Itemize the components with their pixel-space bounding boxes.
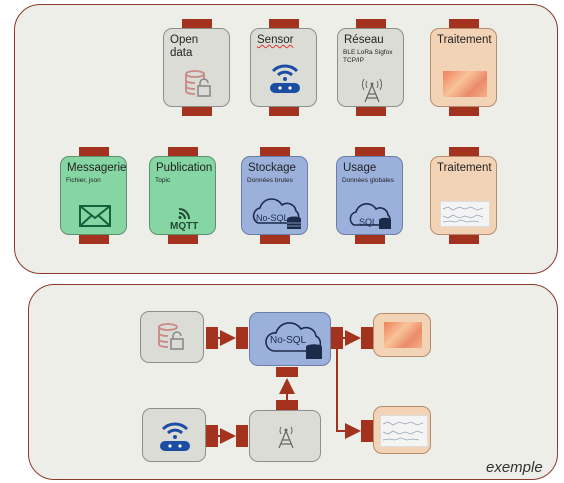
card-title: Traitement bbox=[437, 162, 492, 174]
database-lock-icon bbox=[185, 70, 211, 97]
waveform-lines bbox=[382, 421, 424, 441]
card-title: Stockage bbox=[248, 162, 296, 174]
envelope-icon bbox=[79, 205, 111, 227]
connector bbox=[206, 425, 218, 447]
card-title: Messagerie bbox=[67, 162, 127, 174]
cloud-database-icon bbox=[349, 203, 391, 229]
mqtt-signal-icon bbox=[178, 208, 190, 219]
card-subtitle: Fichier, json bbox=[66, 177, 101, 184]
cloud-database-icon bbox=[252, 198, 301, 229]
connector bbox=[276, 400, 298, 410]
card-title: Open data bbox=[170, 34, 199, 59]
card-usage: Usage Données globales SQL bbox=[336, 147, 403, 244]
mqtt-label: MQTT bbox=[170, 221, 199, 232]
example-sensor bbox=[142, 408, 206, 462]
card-title: Réseau bbox=[344, 34, 384, 46]
card-traitement-1: Traitement bbox=[430, 19, 497, 116]
card-sensor: Sensor bbox=[250, 19, 317, 116]
example-traitement-heatmap bbox=[373, 313, 431, 357]
database-lock-icon bbox=[158, 323, 184, 350]
card-subtitle: Topic bbox=[155, 177, 171, 184]
example-open-data bbox=[140, 311, 204, 363]
nosql-label: No-SQL bbox=[256, 213, 289, 223]
example-reseau bbox=[249, 410, 321, 462]
connector bbox=[236, 425, 248, 447]
wifi-router-icon bbox=[270, 64, 300, 93]
card-title: Usage bbox=[343, 162, 377, 174]
card-stockage: Stockage Données brutes No-SQL bbox=[241, 147, 308, 244]
card-title: Traitement bbox=[437, 34, 492, 46]
card-title: Sensor bbox=[257, 34, 294, 46]
connector bbox=[331, 327, 343, 349]
connector bbox=[361, 327, 373, 349]
antenna-tower-icon bbox=[278, 426, 294, 449]
waveform-thumbnail bbox=[440, 201, 490, 227]
antenna-tower-icon bbox=[362, 78, 382, 103]
connector bbox=[361, 420, 373, 442]
card-subtitle: BLE LoRa Sigfox TCP/IP bbox=[343, 49, 393, 64]
connector bbox=[276, 367, 298, 377]
nosql-label: No-SQL bbox=[270, 335, 307, 346]
example-label: exemple bbox=[486, 459, 543, 476]
waveform-thumbnail bbox=[380, 415, 428, 447]
wifi-router-icon bbox=[160, 422, 190, 451]
card-publication: Publication Topic MQTT bbox=[149, 147, 216, 244]
example-stockage: No-SQL bbox=[249, 312, 331, 366]
sql-label: SQL bbox=[359, 217, 378, 227]
card-messagerie: Messagerie Fichier, json bbox=[60, 147, 127, 244]
heatmap-thumbnail bbox=[443, 71, 487, 97]
card-subtitle: Données globales bbox=[342, 177, 395, 184]
heatmap-thumbnail bbox=[384, 322, 422, 348]
connector bbox=[206, 327, 218, 349]
example-traitement-waveform bbox=[373, 406, 431, 454]
waveform-lines bbox=[442, 206, 484, 223]
cloud-database-icon bbox=[265, 322, 322, 359]
card-reseau: Réseau BLE LoRa Sigfox TCP/IP bbox=[337, 19, 404, 116]
connector bbox=[236, 327, 248, 349]
card-subtitle: Données brutes bbox=[247, 177, 293, 184]
card-traitement-2: Traitement bbox=[430, 147, 497, 244]
card-open-data: Open data bbox=[163, 19, 230, 116]
card-title: Publication bbox=[156, 162, 213, 174]
